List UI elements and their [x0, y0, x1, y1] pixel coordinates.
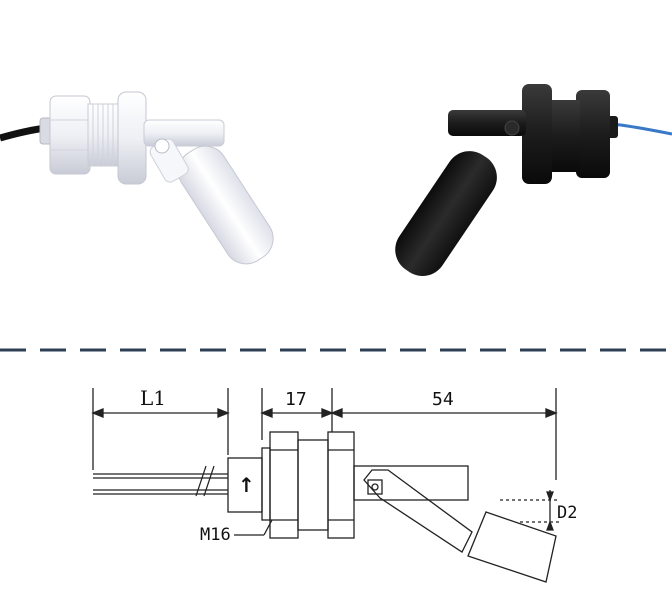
- drawing-body: [297, 439, 329, 531]
- direction-arrow: ↑: [238, 473, 255, 497]
- hex-nut: [49, 95, 91, 175]
- white-float-switch-photo: [0, 91, 274, 265]
- drawing-flange: [327, 431, 355, 539]
- dimension-d2: D2: [557, 503, 577, 523]
- white-float: [177, 145, 274, 265]
- dimension-l1: L1: [140, 386, 166, 410]
- pivot-pin: [154, 138, 170, 154]
- blue-cable: [611, 122, 672, 136]
- flange: [117, 91, 147, 185]
- black-cable: [0, 124, 47, 142]
- black-thread: [548, 100, 580, 172]
- black-pivot-pin: [504, 120, 520, 136]
- dimension-54: 54: [432, 389, 454, 410]
- black-float: [395, 151, 497, 276]
- dimension-m16: M16: [200, 525, 231, 545]
- black-float-switch-photo: [395, 84, 672, 276]
- technical-drawing: [91, 388, 560, 583]
- drawing-thread: [269, 431, 299, 539]
- drawing-float: [467, 511, 557, 583]
- drawing-float-arm: [363, 469, 473, 553]
- dimension-17: 17: [285, 389, 307, 410]
- drawing-stem: [353, 465, 469, 501]
- black-hex-nut: [576, 90, 610, 178]
- black-flange: [522, 84, 552, 184]
